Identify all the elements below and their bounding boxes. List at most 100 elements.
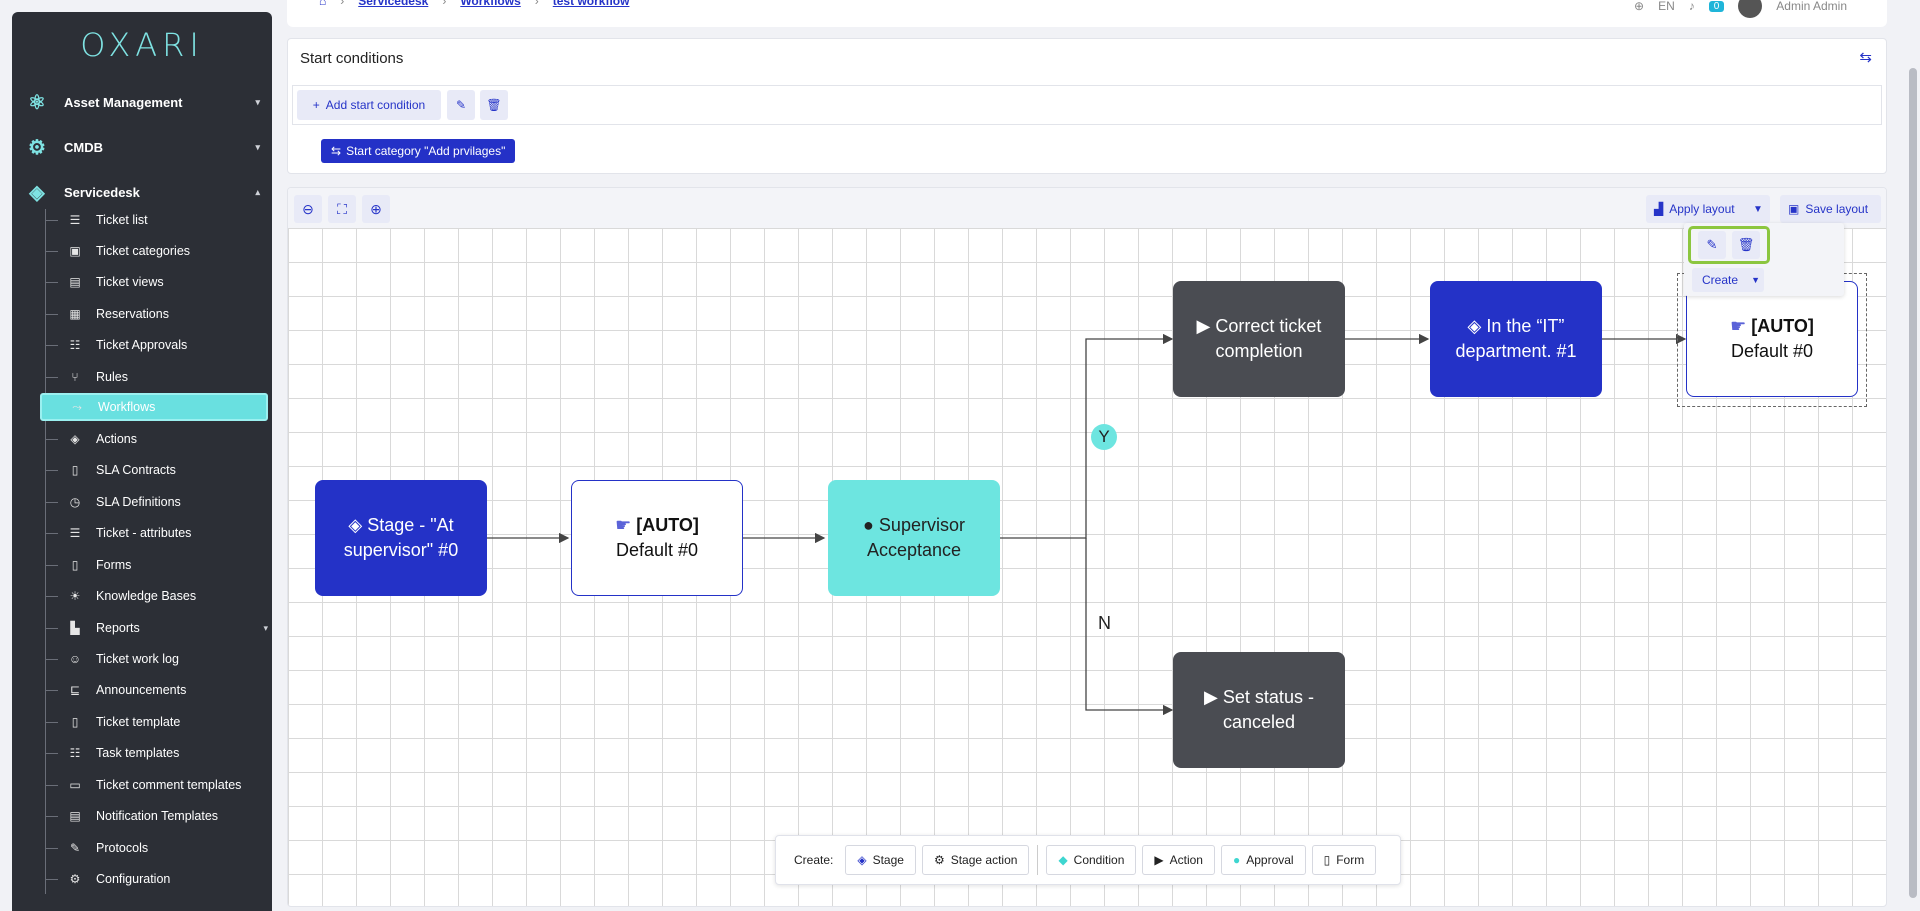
apply-layout-dropdown[interactable]: ▼: [1746, 195, 1770, 223]
trash-icon: 🗑: [1737, 237, 1755, 252]
breadcrumb-current[interactable]: test workflow: [552, 0, 630, 8]
rules-icon: ⑂: [71, 370, 79, 384]
create-action-button[interactable]: ▶Action: [1142, 845, 1215, 875]
tree-line: [45, 209, 46, 894]
node-correct-ticket-completion[interactable]: ▶ Correct ticket completion: [1173, 281, 1345, 397]
trash-icon: 🗑: [486, 98, 502, 112]
sidebar-item-asset-management[interactable]: ⚛ Asset Management ▾: [12, 82, 272, 122]
create-toolbar: Create: ◈Stage ⚙Stage action ◆Condition …: [775, 835, 1401, 885]
sidebar-item-reports[interactable]: ▙Reports▾: [40, 614, 268, 642]
sidebar-item-ticket-list[interactable]: ☰Ticket list: [40, 206, 268, 234]
delete-node-button[interactable]: 🗑: [1732, 231, 1760, 259]
play-icon: ▶: [1196, 316, 1211, 336]
canvas-toolbar: ⊖ ⛶ ⊕ ▟ Apply layout ▼ ▣ Save layout: [288, 188, 1886, 228]
sidebar-item-announcements[interactable]: ⊑Announcements: [40, 676, 268, 704]
sidebar-item-configuration[interactable]: ⚙Configuration: [40, 865, 268, 893]
caret-down-icon: ▼: [1751, 275, 1760, 285]
sidebar-item-servicedesk[interactable]: ◈ Servicedesk ▴: [12, 172, 272, 212]
node-set-status-canceled[interactable]: ▶ Set status - canceled: [1173, 652, 1345, 768]
sidebar-item-rules[interactable]: ⑂Rules: [40, 363, 268, 391]
popup-create-button[interactable]: Create ▼: [1692, 268, 1764, 292]
apply-layout-button[interactable]: ▟ Apply layout ▼: [1646, 195, 1770, 223]
sidebar-item-ticket-views[interactable]: ▤Ticket views: [40, 268, 268, 296]
node-stage-at-supervisor[interactable]: ◈ Stage - "At supervisor" #0: [315, 480, 487, 596]
swap-icon: ⇆: [331, 144, 342, 158]
categories-icon: ▣: [69, 244, 81, 258]
calendar-icon: ▦: [69, 307, 81, 321]
sidebar-item-protocols[interactable]: ✎Protocols: [40, 834, 268, 862]
page-scrollbar[interactable]: [1906, 0, 1920, 911]
branch-no-label: N: [1098, 613, 1111, 633]
chart-icon: ▙: [70, 621, 80, 635]
zoom-out-button[interactable]: ⊖: [294, 195, 322, 223]
pointer-icon: ☛: [615, 515, 632, 535]
breadcrumb-workflows[interactable]: Workflows: [460, 0, 521, 8]
sidebar-item-notification-templates[interactable]: ▤Notification Templates: [40, 802, 268, 830]
sidebar-item-task-templates[interactable]: ☷Task templates: [40, 739, 268, 767]
sidebar-item-reservations[interactable]: ▦Reservations: [40, 300, 268, 328]
start-category-tag[interactable]: ⇆ Start category "Add prvilages": [321, 139, 516, 163]
start-conditions-title: Start conditions: [300, 50, 404, 67]
layers-icon: ◈: [1467, 316, 1482, 336]
refresh-icon[interactable]: ⇆: [1859, 49, 1872, 66]
sidebar-item-ticket-work-log[interactable]: ☺Ticket work log: [40, 645, 268, 673]
sidebar-item-ticket-categories[interactable]: ▣Ticket categories: [40, 237, 268, 265]
sidebar-item-cmdb[interactable]: ⚙ CMDB ▾: [12, 127, 272, 167]
delete-condition-button[interactable]: 🗑: [480, 90, 508, 120]
sidebar-item-ticket-template[interactable]: ▯Ticket template: [40, 708, 268, 736]
sidebar-item-sla-contracts[interactable]: ▯SLA Contracts: [40, 456, 268, 484]
sidebar-item-actions[interactable]: ◈Actions: [40, 425, 268, 453]
scrollbar-thumb[interactable]: [1909, 68, 1917, 898]
canvas-grid[interactable]: [288, 228, 1886, 906]
create-approval-button[interactable]: ●Approval: [1220, 845, 1306, 875]
node-auto-default-1[interactable]: ☛ [AUTO]Default #0: [571, 480, 743, 596]
bulb-icon: ☀: [69, 589, 81, 603]
chevron-up-icon: ▴: [255, 186, 260, 197]
sidebar-item-ticket-attributes[interactable]: ☰Ticket - attributes: [40, 519, 268, 547]
start-conditions-toolbar: + Add start condition ✎ 🗑: [292, 85, 1882, 125]
user-name[interactable]: Admin Admin: [1776, 0, 1847, 13]
layout-icon: ▟: [1654, 202, 1664, 216]
sidebar-item-knowledge-bases[interactable]: ☀Knowledge Bases: [40, 582, 268, 610]
fit-view-button[interactable]: ⛶: [328, 195, 356, 223]
sidebar-item-ticket-approvals[interactable]: ☷Ticket Approvals: [40, 331, 268, 359]
approvals-icon: ☷: [69, 338, 81, 352]
edit-node-button[interactable]: ✎: [1698, 231, 1726, 259]
globe-icon[interactable]: ⊕: [1634, 0, 1645, 13]
breadcrumb: ⌂ › Servicedesk › Workflows › test workf…: [319, 0, 629, 8]
sidebar-item-workflows[interactable]: ⤳Workflows: [40, 393, 268, 421]
zoom-in-button[interactable]: ⊕: [362, 195, 390, 223]
chat-icon: ●: [1232, 853, 1241, 867]
play-icon: ▶: [1204, 687, 1218, 707]
plus-icon: +: [312, 98, 320, 112]
create-form-button[interactable]: ▯Form: [1311, 845, 1377, 875]
list-icon: ☰: [69, 213, 81, 227]
node-it-department[interactable]: ◈ In the “IT” department. #1: [1430, 281, 1602, 397]
fullscreen-icon: ⛶: [337, 200, 347, 217]
save-layout-button[interactable]: ▣ Save layout: [1780, 195, 1881, 223]
create-stage-button[interactable]: ◈Stage: [845, 845, 916, 875]
workflow-canvas-panel: ⊖ ⛶ ⊕ ▟ Apply layout ▼ ▣ Save layout: [287, 187, 1887, 907]
language-selector[interactable]: EN: [1658, 0, 1675, 13]
bell-icon[interactable]: ♪: [1688, 0, 1695, 13]
create-stage-action-button[interactable]: ⚙Stage action: [921, 845, 1030, 875]
avatar[interactable]: [1738, 0, 1763, 18]
home-icon[interactable]: ⌂: [319, 0, 327, 8]
create-condition-button[interactable]: ◆Condition: [1046, 845, 1137, 875]
add-start-condition-button[interactable]: + Add start condition: [297, 90, 441, 120]
zoom-in-icon: ⊕: [370, 200, 382, 217]
zoom-out-icon: ⊖: [302, 200, 314, 217]
node-supervisor-acceptance[interactable]: ● Supervisor Acceptance: [828, 480, 1000, 596]
edit-condition-button[interactable]: ✎: [447, 90, 475, 120]
breadcrumb-servicedesk[interactable]: Servicedesk: [358, 0, 429, 8]
document-icon: ▯: [1323, 853, 1331, 867]
sidebar-item-ticket-comment-templates[interactable]: ▭Ticket comment templates: [40, 771, 268, 799]
node-auto-default-2[interactable]: ☛ [AUTO]Default #0: [1686, 281, 1858, 397]
branch-yes-label: Y: [1091, 424, 1117, 450]
protocol-icon: ✎: [69, 841, 81, 855]
topbar: ⌂ › Servicedesk › Workflows › test workf…: [287, 0, 1887, 27]
save-icon: ▣: [1788, 202, 1800, 216]
chat-icon: ●: [863, 515, 874, 535]
sidebar-item-sla-definitions[interactable]: ◷SLA Definitions: [40, 488, 268, 516]
sidebar-item-forms[interactable]: ▯Forms: [40, 551, 268, 579]
